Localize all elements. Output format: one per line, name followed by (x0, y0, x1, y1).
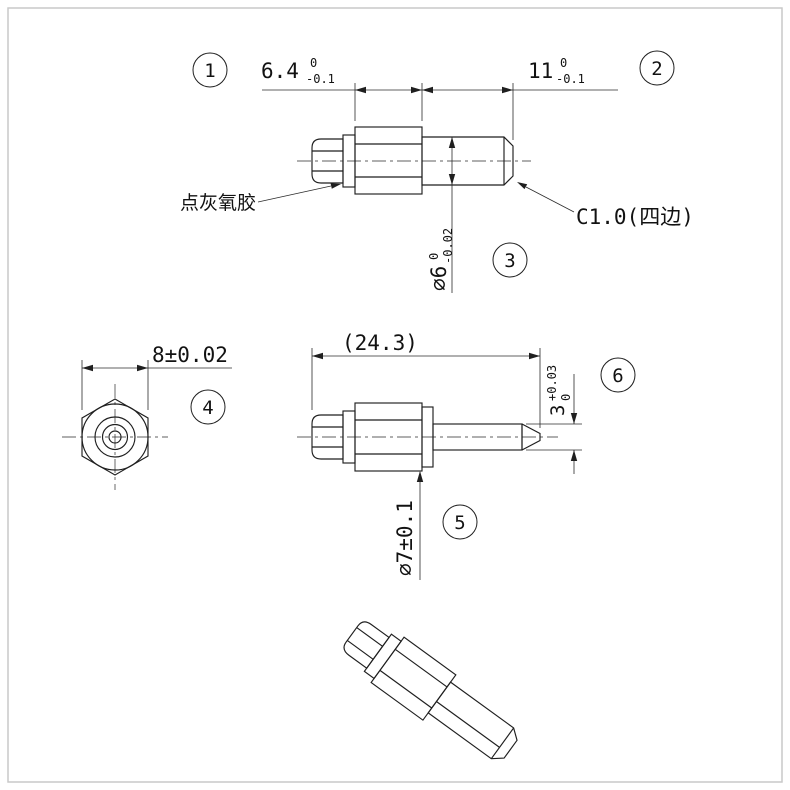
svg-text:1: 1 (204, 60, 215, 82)
view-side-assembled (297, 126, 531, 195)
hex-body (354, 126, 423, 195)
pin-tip-cone (521, 423, 541, 451)
view-hex-end (62, 384, 168, 490)
facet-line (356, 627, 383, 647)
dim-overall-length-value: (24.3) (342, 331, 418, 355)
dim-shaft-diameter: ∅6 0 -0.02 (427, 137, 456, 293)
svg-text:4: 4 (202, 397, 213, 419)
facet-line (379, 669, 433, 709)
leader-line (257, 185, 332, 203)
facet-line (346, 640, 374, 660)
glue-note-text: 点灰氧胶 (180, 192, 256, 214)
arrowhead (355, 86, 366, 94)
arrowhead (416, 471, 424, 482)
dim-across-flats: 8±0.02 (81, 343, 232, 410)
arrowhead (411, 86, 422, 94)
note-glue: 点灰氧胶 (180, 183, 341, 214)
arrowhead (570, 413, 578, 424)
bore-circle (101, 423, 129, 451)
chamfer-edge (490, 727, 515, 760)
dim-across-flats-value: 8±0.02 (152, 343, 228, 367)
view-side-pin (297, 402, 558, 472)
small-hex-nut (343, 621, 390, 669)
border-frame (7, 7, 783, 783)
dim-shaft-length-value: 11 (528, 59, 553, 83)
svg-text:6: 6 (612, 365, 623, 387)
balloon-3: 3 (492, 242, 528, 278)
dim-hex-length-value: 6.4 (261, 59, 299, 83)
dim-collar-diameter-value: ∅7±0.1 (393, 500, 417, 576)
balloon-6: 6 (600, 357, 636, 393)
arrowhead (529, 352, 540, 360)
shaft (427, 681, 518, 760)
pin-hole-circle (108, 430, 122, 444)
arrowhead (312, 352, 323, 360)
dim-shaft-diameter-upper-tol: 0 (427, 253, 441, 260)
dim-pin-diameter-lower-tol: 0 (559, 394, 573, 401)
dim-collar-diameter: ∅7±0.1 (393, 471, 424, 580)
svg-text:5: 5 (454, 512, 465, 534)
dim-hex-length-lower-tol: -0.1 (306, 72, 335, 86)
small-hex-nut (311, 414, 344, 460)
arrowhead (502, 86, 513, 94)
svg-text:2: 2 (651, 58, 662, 80)
balloon-1: 1 (192, 52, 228, 88)
balloon-2: 2 (639, 50, 675, 86)
arrowhead (422, 86, 433, 94)
edge-line (436, 701, 500, 748)
hex-outline (81, 398, 149, 476)
chamfer-note-text: C1.0(四边) (576, 205, 694, 229)
dim-hex-length-upper-tol: 0 (310, 56, 317, 70)
view-isometric (343, 621, 518, 760)
dim-hex-length: 6.4 0 -0.1 (261, 56, 423, 121)
arrowhead (330, 183, 341, 189)
arrowhead (517, 182, 528, 190)
small-hex-nut (311, 138, 344, 184)
note-chamfer: C1.0(四边) (517, 182, 694, 229)
arrowhead (448, 174, 456, 185)
dim-pin-diameter: 3 +0.03 0 (526, 365, 582, 474)
dim-shaft-diameter-lower-tol: -0.02 (441, 228, 455, 264)
arrowhead (82, 364, 93, 372)
inscribed-circle (81, 403, 149, 471)
dim-pin-diameter-upper-tol: +0.03 (545, 365, 559, 401)
dim-pin-diameter-value: 3 (547, 405, 569, 416)
hex-body (370, 636, 457, 721)
balloon-4: 4 (190, 389, 226, 425)
arrowhead (448, 137, 456, 148)
arrowhead (137, 364, 148, 372)
washer-circle (94, 416, 136, 458)
dim-overall-length: (24.3) (311, 331, 541, 428)
dim-shaft-length-upper-tol: 0 (560, 56, 567, 70)
arrowhead (570, 450, 578, 461)
balloon-5: 5 (442, 504, 478, 540)
facet-line (394, 648, 448, 688)
dim-shaft-length: 11 0 -0.1 (422, 56, 618, 140)
svg-text:3: 3 (504, 250, 515, 272)
dim-shaft-length-lower-tol: -0.1 (556, 72, 585, 86)
dim-shaft-diameter-value: ∅6 (427, 266, 451, 291)
leader-line (525, 186, 575, 213)
